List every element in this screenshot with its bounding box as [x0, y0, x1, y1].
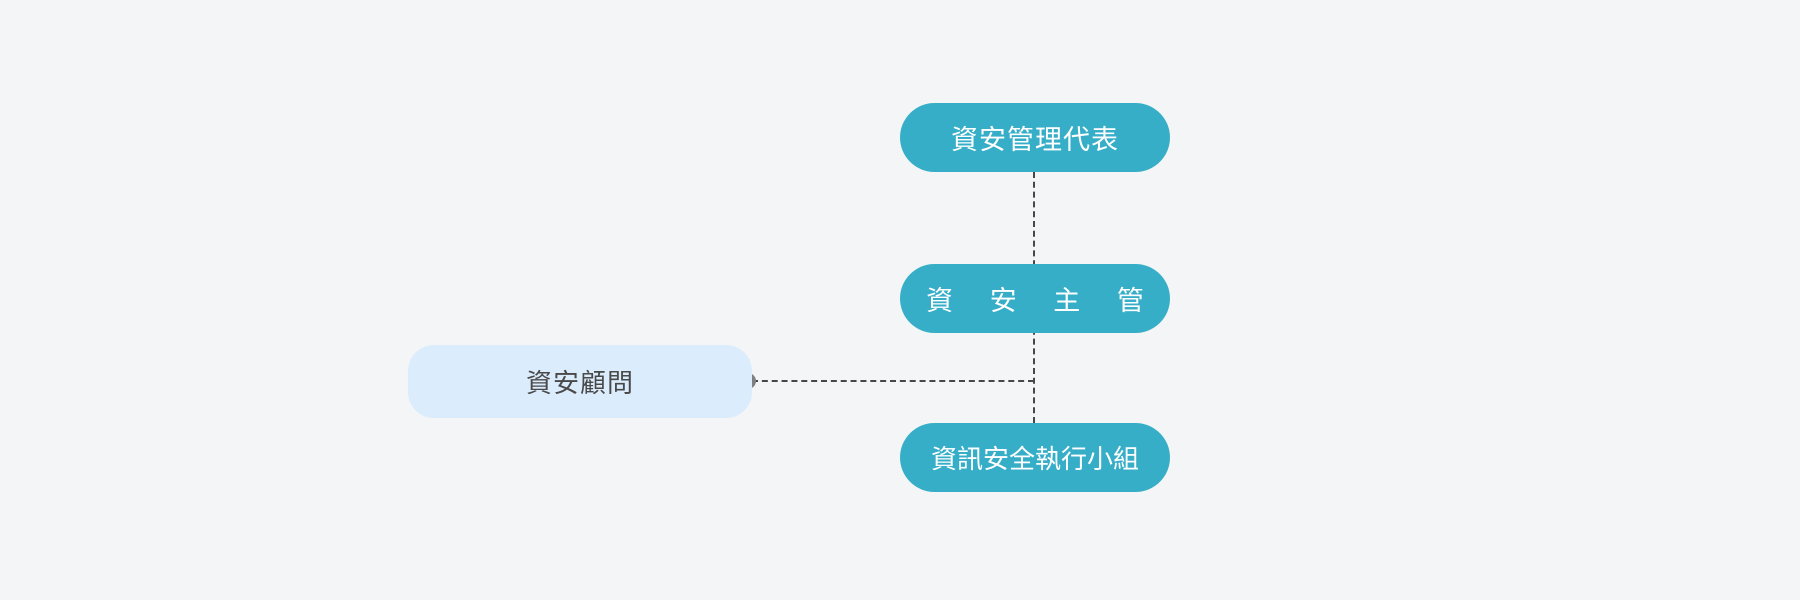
node-label: 資訊安全執行小組 [930, 445, 1139, 475]
node-security-chief[interactable]: 資 安 主 管 [900, 264, 1170, 333]
node-label: 資 安 主 管 [926, 286, 1158, 317]
node-label: 資安顧問 [525, 369, 634, 399]
node-security-management-representative[interactable]: 資安管理代表 [900, 103, 1170, 172]
connector-advisor-link [752, 380, 1034, 382]
node-label: 資安管理代表 [951, 125, 1119, 156]
node-information-security-execution-team[interactable]: 資訊安全執行小組 [900, 423, 1170, 492]
node-security-advisor[interactable]: 資安顧問 [408, 345, 752, 418]
